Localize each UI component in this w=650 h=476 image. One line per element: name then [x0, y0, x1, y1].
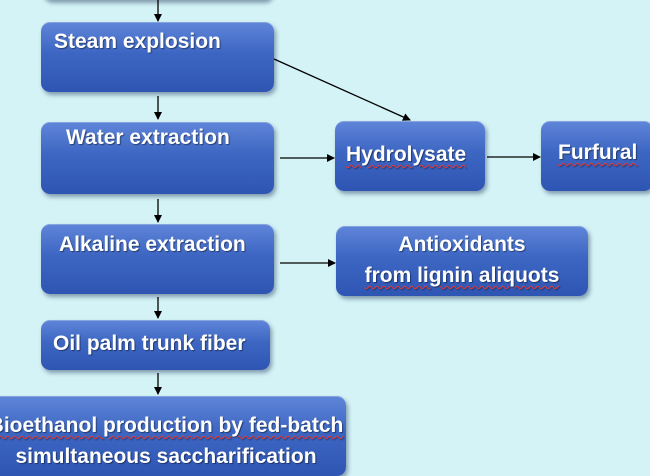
oil-palm-trunk-fiber-box: Oil palm trunk fiber: [41, 320, 270, 370]
antioxidants-box: Antioxidants from lignin aliquots: [336, 226, 588, 296]
antioxidants-label-line1: Antioxidants: [398, 233, 526, 256]
furfural-label: Furfural: [558, 141, 638, 164]
hydrolysate-label: Hydrolysate: [346, 143, 467, 166]
furfural-box: Furfural: [541, 121, 650, 191]
arrow-steam-explosion-to-hydrolysate: [273, 58, 411, 121]
bioethanol-label-line1: Bioethanol production by fed-batch: [0, 414, 344, 437]
antioxidants-label-line2: from lignin aliquots: [364, 264, 560, 287]
alkaline-extraction-label: Alkaline extraction: [59, 233, 246, 256]
arrows-layer: [154, 0, 541, 395]
hydrolysate-box: Hydrolysate: [335, 121, 485, 191]
water-extraction-label: Water extraction: [66, 126, 230, 149]
alkaline-extraction-box: Alkaline extraction: [41, 224, 274, 294]
steam-explosion-label: Steam explosion: [54, 30, 221, 53]
steam-explosion-box: Steam explosion: [41, 22, 274, 92]
oil-palm-trunk-fiber-label: Oil palm trunk fiber: [53, 332, 246, 355]
water-extraction-box: Water extraction: [41, 122, 274, 194]
